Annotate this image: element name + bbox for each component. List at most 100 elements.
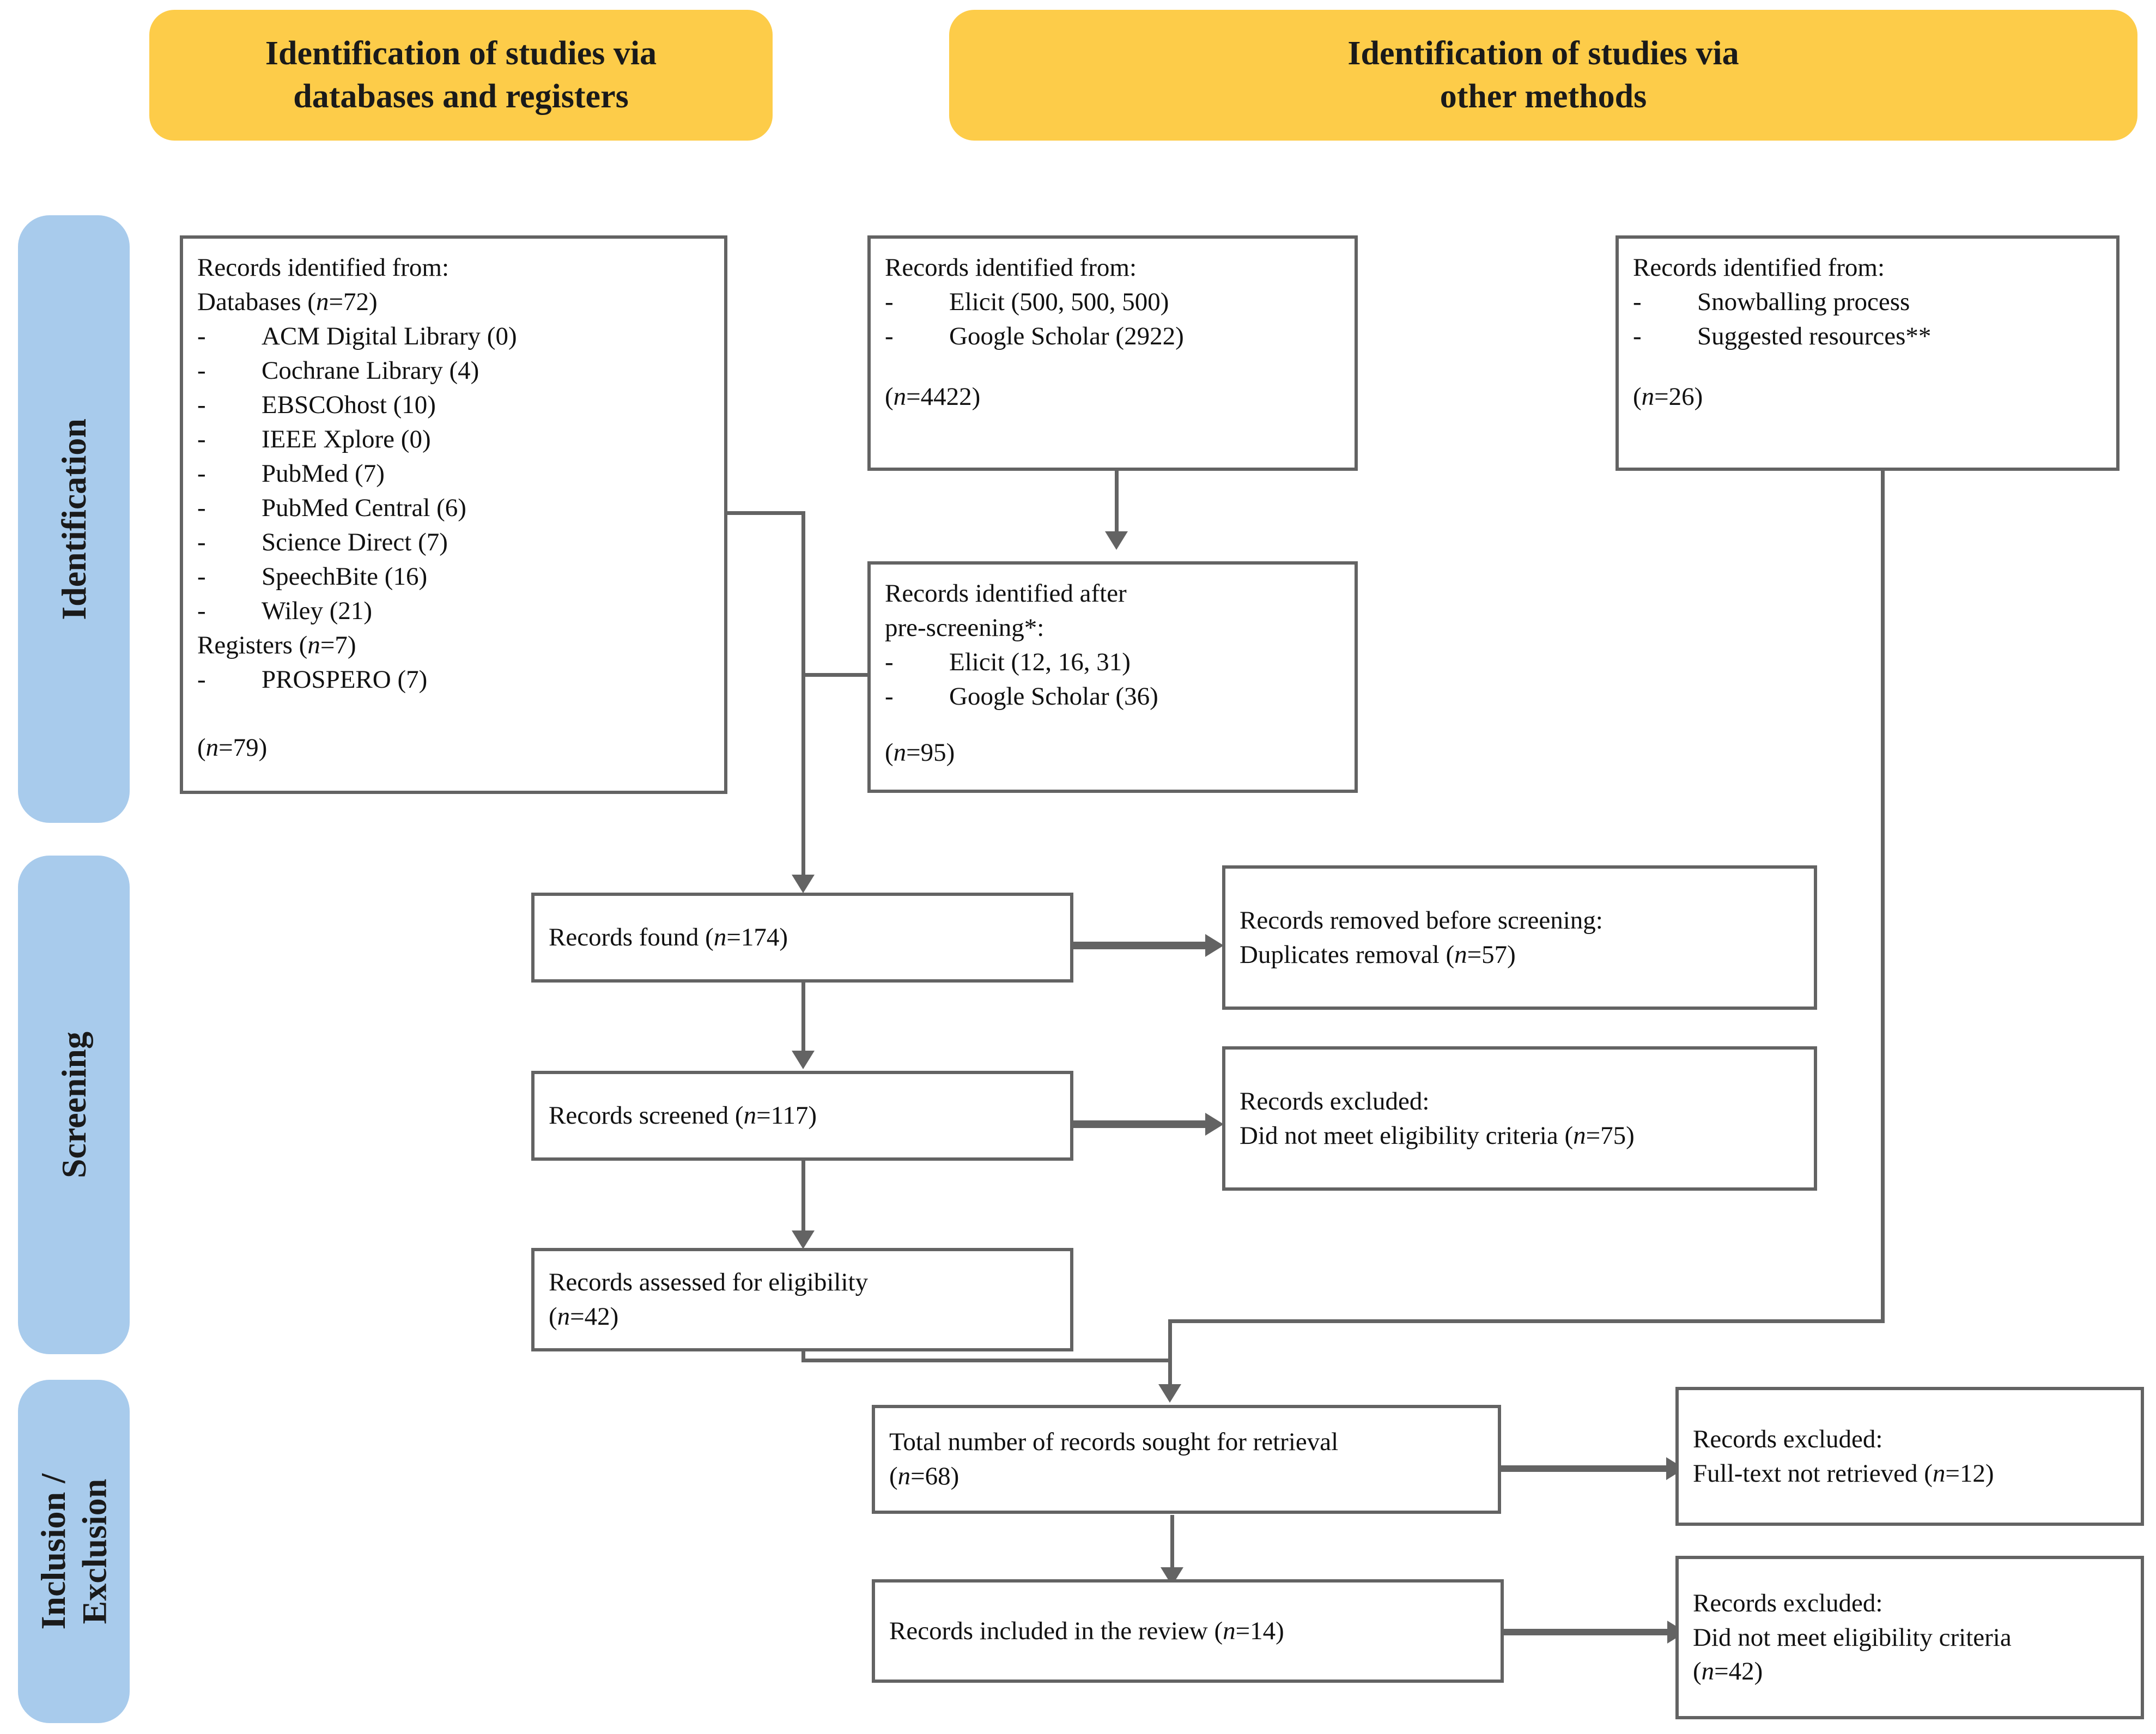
box-removed-before-screening: Records removed before screening: Duplic… xyxy=(1222,865,1817,1010)
dash-bullet: - xyxy=(1633,322,1642,350)
db-item-label: PubMed (7) xyxy=(262,459,385,488)
italic-n: n xyxy=(713,923,727,952)
dash-bullet: - xyxy=(885,682,894,711)
banner-databases-registers: Identification of studies via databases … xyxy=(149,10,773,141)
assessed-line1: Records assessed for eligibility xyxy=(549,1268,869,1297)
dash-bullet: - xyxy=(197,665,206,694)
db-heading: Records identified from: xyxy=(197,253,450,282)
connector-snowballing-down-v xyxy=(1881,470,1885,1323)
italic-n: n xyxy=(1573,1121,1586,1150)
box-records-screened: Records screened (n=117) xyxy=(531,1071,1073,1161)
italic-n: n xyxy=(1701,1657,1715,1686)
italic-n: n xyxy=(1454,940,1467,969)
banner-databases-line1: Identification of studies via xyxy=(265,34,657,72)
dash-bullet: - xyxy=(885,287,894,316)
db-register-item-label: PROSPERO (7) xyxy=(262,665,428,694)
italic-n: n xyxy=(897,1462,911,1490)
excluded-final-line3: (n=42) xyxy=(1693,1657,1763,1686)
db-item-label: IEEE Xplore (0) xyxy=(262,425,431,453)
excluded-fulltext-line2: Full-text not retrieved (n=12) xyxy=(1693,1459,1994,1488)
connector-sought-to-fulltext-h xyxy=(1497,1465,1669,1472)
dash-bullet: - xyxy=(197,459,206,488)
connector-screened-to-excluded-h xyxy=(1071,1120,1207,1128)
db-item-label: SpeechBite (16) xyxy=(262,562,428,591)
arrow-into-removed-before-screening xyxy=(1205,934,1224,957)
connector-included-to-excluded-final-h xyxy=(1499,1629,1671,1635)
removed-line1: Records removed before screening: xyxy=(1240,906,1603,935)
italic-n: n xyxy=(205,733,219,762)
banner-other-line1: Identification of studies via xyxy=(1347,34,1739,72)
prescreen-heading-1: Records identified after xyxy=(885,579,1127,608)
connector-snowballing-to-merge-h xyxy=(1168,1319,1885,1323)
banner-other-methods: Identification of studies via other meth… xyxy=(949,10,2137,141)
banner-databases-line2: databases and registers xyxy=(293,78,629,115)
connector-prescreening-to-junction-h xyxy=(801,673,883,677)
sought-line2: (n=68) xyxy=(889,1462,959,1490)
other-item-label: Elicit (500, 500, 500) xyxy=(949,287,1169,316)
connector-found-to-removed-h xyxy=(1071,942,1207,949)
db-item-row: -Wiley (21) xyxy=(197,594,710,628)
stage-pill-screening: Screening xyxy=(18,856,130,1354)
other-item-label: Google Scholar (2922) xyxy=(949,322,1184,350)
connector-sought-to-included-v xyxy=(1170,1515,1174,1575)
stage-label-inclusion: Inclusion / xyxy=(33,1473,72,1630)
connector-merge-to-sought-v xyxy=(1168,1319,1172,1393)
arrow-into-sought-retrieval xyxy=(1158,1384,1181,1403)
db-item-label: Cochrane Library (4) xyxy=(262,356,479,385)
connector-screened-to-assessed-v xyxy=(801,1161,805,1237)
box-excluded-final: Records excluded: Did not meet eligibili… xyxy=(1675,1556,2144,1719)
snow-item-row: - Suggested resources** xyxy=(1633,319,2102,354)
dash-bullet: - xyxy=(197,562,206,591)
db-item-label: PubMed Central (6) xyxy=(262,493,466,522)
arrow-into-records-assessed xyxy=(792,1230,815,1249)
db-register-item-row: - PROSPERO (7) xyxy=(197,663,710,697)
stage-label-exclusion: Exclusion xyxy=(75,1478,114,1624)
dash-bullet: - xyxy=(197,390,206,419)
assessed-line2: (n=42) xyxy=(549,1302,619,1331)
prescreen-item-label: Elicit (12, 16, 31) xyxy=(949,647,1131,676)
prescreen-item-label: Google Scholar (36) xyxy=(949,682,1158,711)
snow-item-row: -Snowballing process xyxy=(1633,285,2102,319)
db-item-label: ACM Digital Library (0) xyxy=(262,322,517,350)
dash-bullet: - xyxy=(197,528,206,556)
arrow-into-records-found xyxy=(792,875,815,893)
db-databases-label: Databases (n=72) xyxy=(197,287,378,316)
db-item-row: -IEEE Xplore (0) xyxy=(197,422,710,457)
db-item-row: - SpeechBite (16) xyxy=(197,560,710,594)
dash-bullet: - xyxy=(885,322,894,350)
connector-assessed-to-merge-h xyxy=(801,1359,1172,1362)
stage-pill-inclusion-exclusion: Inclusion / Exclusion xyxy=(18,1380,130,1723)
db-item-row: - Cochrane Library (4) xyxy=(197,354,710,388)
italic-n: n xyxy=(743,1101,757,1130)
db-item-row: - PubMed (7) xyxy=(197,457,710,491)
prescreen-item-row: - Google Scholar (36) xyxy=(885,680,1340,714)
italic-n: n xyxy=(1641,382,1655,411)
db-item-row: -ACM Digital Library (0) xyxy=(197,319,710,354)
dash-bullet: - xyxy=(197,356,206,385)
snow-total: (n=26) xyxy=(1633,382,1703,411)
other-item-row: - Elicit (500, 500, 500) xyxy=(885,285,1340,319)
excluded-screening-line1: Records excluded: xyxy=(1240,1087,1430,1115)
excluded-fulltext-line1: Records excluded: xyxy=(1693,1424,1883,1453)
stage-label-identification: Identification xyxy=(54,418,93,620)
excluded-final-line2: Did not meet eligibility criteria xyxy=(1693,1623,2012,1652)
banner-other-line2: other methods xyxy=(1440,78,1647,115)
records-included-text: Records included in the review (n=14) xyxy=(889,1616,1284,1645)
box-records-assessed: Records assessed for eligibility (n=42) xyxy=(531,1248,1073,1351)
other-item-row: - Google Scholar (2922) xyxy=(885,319,1340,354)
db-item-label: Science Direct (7) xyxy=(262,528,448,556)
db-item-row: -EBSCOhost (10) xyxy=(197,388,710,422)
arrow-into-excluded-screening xyxy=(1205,1113,1224,1136)
connector-other-to-prescreening-v xyxy=(1115,470,1119,538)
dash-bullet: - xyxy=(885,647,894,676)
box-records-found: Records found (n=174) xyxy=(531,893,1073,983)
removed-line2: Duplicates removal (n=57) xyxy=(1240,940,1516,969)
connector-junction-to-records-found-v xyxy=(801,673,805,883)
box-sought-retrieval: Total number of records sought for retri… xyxy=(872,1405,1501,1514)
italic-n: n xyxy=(1932,1459,1946,1488)
box-databases-registers: Records identified from: Databases (n=72… xyxy=(180,235,727,794)
excluded-final-line1: Records excluded: xyxy=(1693,1589,1883,1617)
dash-bullet: - xyxy=(197,596,206,625)
snow-item-label: Suggested resources** xyxy=(1697,322,1932,350)
